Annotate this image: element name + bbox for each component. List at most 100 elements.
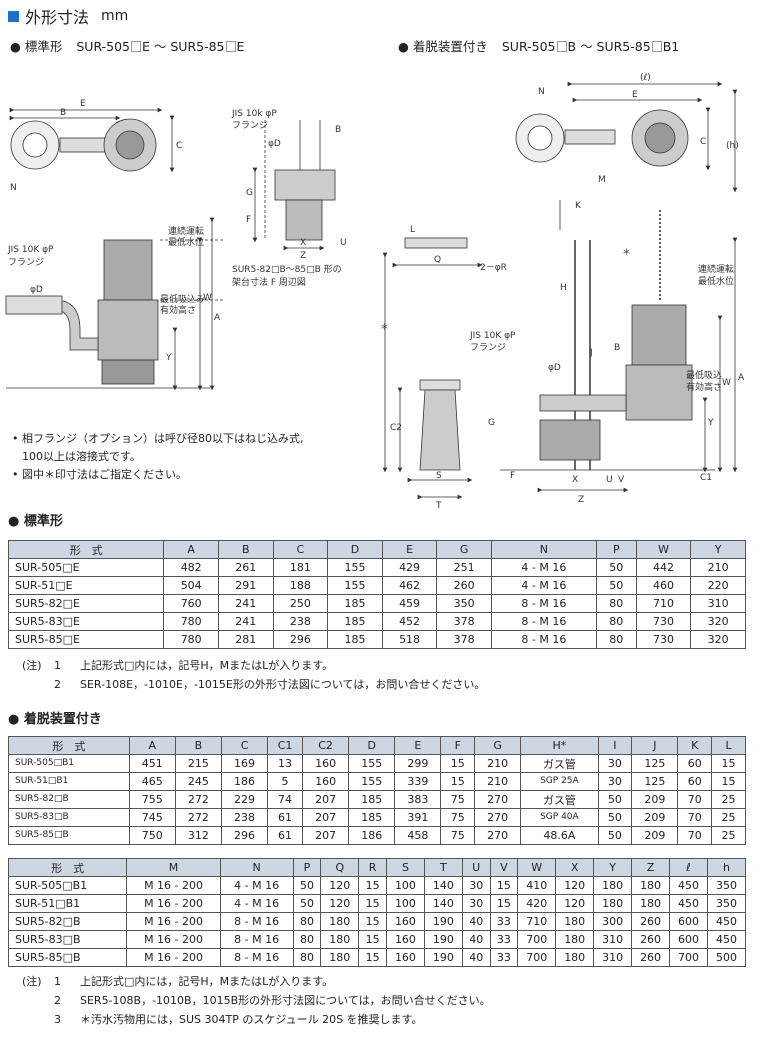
table-cell: 482: [163, 558, 219, 577]
table-cell: 518: [381, 630, 438, 649]
table-cell: 80: [292, 948, 322, 967]
table-cell: SGP 25A: [520, 772, 599, 791]
table-cell: 451: [128, 754, 176, 773]
table-cell: 291: [217, 576, 274, 595]
table-cell: 50: [597, 808, 633, 827]
label-suction-low: 最低吸込み: [160, 293, 205, 305]
table-cell: 30: [597, 754, 633, 773]
table-cell: 155: [348, 772, 396, 791]
table-header: R: [358, 858, 387, 877]
table-cell: SUR5-83□B: [8, 808, 130, 827]
drawing-notes: • 相フランジ（オプション）は呼び径80以下はねじ込み式, 100以上は溶接式で…: [12, 432, 304, 481]
table-cell: 185: [327, 630, 383, 649]
table-cell: 378: [436, 612, 492, 631]
label-c2: C2: [390, 423, 402, 433]
table-header: M: [126, 858, 221, 877]
label-h: H: [560, 283, 567, 293]
label-jis-small: JIS 10k φP: [231, 109, 277, 119]
table-cell: M 16 - 200: [126, 948, 221, 967]
label-b-small: B: [335, 125, 341, 135]
table-cell: 50: [595, 558, 637, 577]
table-cell: 700: [517, 948, 557, 967]
table-cell: 209: [631, 790, 679, 809]
table-cell: 186: [348, 826, 396, 845]
table-header: 形 式: [7, 540, 165, 559]
table-header: E: [381, 540, 438, 559]
table-cell: 50: [597, 790, 633, 809]
table-cell: 100: [385, 894, 425, 913]
table-header: T: [423, 858, 463, 877]
table-cell: 48.6A: [520, 826, 599, 845]
table-cell: 8 - M 16: [490, 630, 597, 649]
table-cell: 410: [517, 876, 557, 895]
table-cell: 4 - M 16: [490, 558, 597, 577]
table-cell: 299: [394, 754, 442, 773]
placeholder-box-icon: [556, 41, 567, 52]
label-a: A: [214, 313, 221, 323]
table-cell: 185: [327, 594, 383, 613]
table-cell: 350: [706, 876, 747, 895]
table-cell: 350: [706, 894, 747, 913]
label-c-right: C: [700, 137, 706, 147]
label-e-right: E: [632, 90, 638, 100]
table-cell: ガス管: [520, 790, 599, 809]
label-min-level-right: 最低水位: [698, 275, 734, 287]
table-cell: 15: [358, 930, 387, 949]
table-cell: 15: [358, 894, 387, 913]
table-cell: 260: [436, 576, 492, 595]
table-cell: 238: [272, 612, 329, 631]
table-cell: 169: [220, 754, 269, 773]
table-cell: M 16 - 200: [126, 894, 221, 913]
label-jis: JIS 10K φP: [7, 245, 54, 255]
table-header: Y: [690, 540, 746, 559]
placeholder-box-icon: [225, 41, 236, 52]
label-z: Z: [300, 251, 306, 261]
table-cell: 190: [423, 912, 463, 931]
label-g-right: G: [488, 418, 495, 428]
label-flange-right: フランジ: [470, 342, 506, 353]
table-cell: M 16 - 200: [126, 912, 221, 931]
table-cell: 207: [302, 826, 350, 845]
table-cell: SUR5-85□B: [8, 826, 130, 845]
table-cell: 458: [394, 826, 442, 845]
table-cell: 100: [385, 876, 425, 895]
table-header: I: [597, 736, 633, 755]
table-cell: 339: [394, 772, 442, 791]
table-cell: 120: [320, 876, 360, 895]
table-cell: 4 - M 16: [219, 876, 294, 895]
table-cell: 383: [394, 790, 442, 809]
table-cell: 50: [597, 826, 633, 845]
table-cell: 60: [677, 772, 713, 791]
table-cell: 15: [440, 772, 476, 791]
title-square-icon: [8, 10, 19, 22]
label-r: 2－φR: [480, 263, 507, 273]
label-m: M: [598, 175, 606, 185]
table-header: C1: [267, 736, 304, 755]
table-cell: 209: [631, 808, 679, 827]
table-cell: 300: [593, 912, 633, 931]
table-cell: 70: [677, 808, 713, 827]
table-header: N: [490, 540, 597, 559]
label-a-right: A: [738, 373, 745, 383]
table-cell: 185: [348, 808, 396, 827]
label-jis-right: JIS 10K φP: [469, 331, 516, 341]
table-cell: 251: [436, 558, 492, 577]
table-cell: 755: [128, 790, 176, 809]
label-x-right: X: [572, 475, 578, 485]
table-cell: 50: [292, 876, 322, 895]
table-cell: ガス管: [520, 754, 599, 773]
table-header: N: [219, 858, 294, 877]
table-cell: 8 - M 16: [219, 912, 294, 931]
table-cell: 238: [220, 808, 269, 827]
table-cell: 710: [517, 912, 557, 931]
table-header: A: [163, 540, 219, 559]
